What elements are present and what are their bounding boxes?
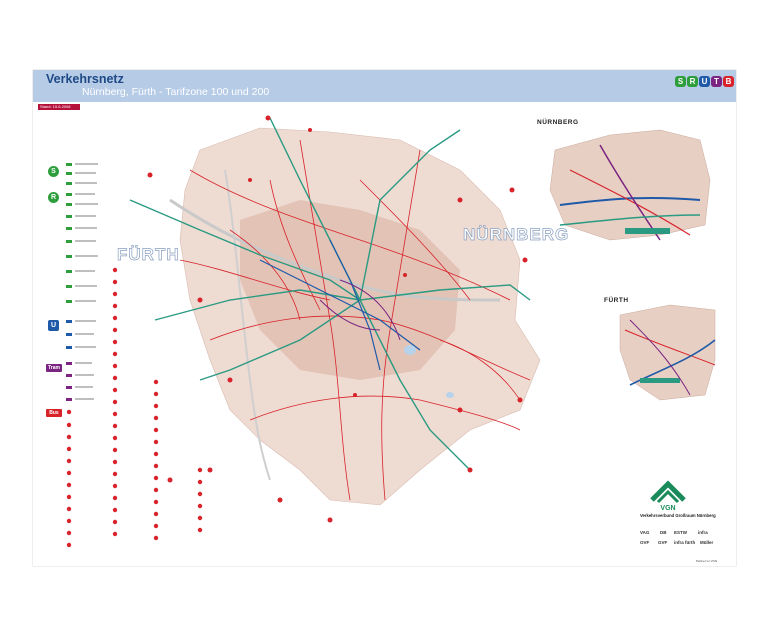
header-band bbox=[33, 70, 736, 102]
river bbox=[169, 198, 501, 302]
partner-mueller: Müller bbox=[700, 540, 714, 545]
lake bbox=[404, 345, 416, 355]
partner-estw: ESTW bbox=[674, 530, 687, 535]
vgn-logo-icon: VGN bbox=[650, 480, 686, 512]
legend-ubahn-icon: U bbox=[48, 320, 59, 331]
partner-gvf: GVF bbox=[658, 540, 668, 545]
u-bahn-logo-icon: U bbox=[699, 76, 710, 87]
partner-vag: VAG bbox=[640, 530, 650, 535]
legend-s-bahn-icon: S bbox=[48, 166, 59, 177]
page-title: Verkehrsnetz bbox=[46, 72, 124, 86]
partner-db: DB bbox=[660, 530, 667, 535]
inset-fuerth[interactable] bbox=[619, 304, 716, 401]
inset-title-fuerth: FÜRTH bbox=[604, 297, 629, 304]
station-markers bbox=[147, 115, 528, 523]
partner-infra: infra bbox=[698, 530, 708, 535]
s-bahn-logo-icon: S bbox=[675, 76, 686, 87]
tram-logo-icon: T bbox=[711, 76, 722, 87]
partners-footer: Partner im VGN bbox=[696, 559, 718, 563]
mode-logos: S R U T B bbox=[675, 76, 734, 87]
ubahn-lines bbox=[259, 239, 421, 371]
date-badge: Stand: 15.6.2008 bbox=[38, 104, 80, 110]
canal bbox=[224, 169, 271, 481]
lake bbox=[446, 392, 454, 398]
page-subtitle: Nürnberg, Fürth - Tarifzone 100 und 200 bbox=[82, 86, 270, 98]
bus-lines bbox=[179, 139, 531, 501]
partner-ovf: OVF bbox=[640, 540, 650, 545]
legend-regional-icon: R bbox=[48, 192, 59, 203]
urban-core bbox=[240, 200, 460, 380]
bus-logo-icon: B bbox=[723, 76, 734, 87]
operator-block: VGN Verkehrsverbund Großraum Nürnberg VA… bbox=[618, 480, 730, 562]
vgn-logo-text: VGN bbox=[660, 505, 675, 512]
legend-tram-icon: Tram bbox=[46, 364, 62, 372]
city-label-nuernberg: NÜRNBERG bbox=[463, 225, 570, 245]
tram-lines bbox=[319, 279, 401, 341]
legend-list bbox=[66, 163, 203, 548]
city-label-fuerth: FÜRTH bbox=[117, 245, 180, 265]
legend-bus-icon: Bus bbox=[46, 409, 62, 417]
r-bahn-logo-icon: R bbox=[687, 76, 698, 87]
inset-nuernberg[interactable] bbox=[540, 129, 720, 250]
operator-name: Verkehrsverbund Großraum Nürnberg bbox=[640, 513, 716, 518]
partner-infra-fuerth: infra fürth bbox=[674, 540, 696, 545]
inset-title-nuernberg: NÜRNBERG bbox=[537, 119, 579, 126]
